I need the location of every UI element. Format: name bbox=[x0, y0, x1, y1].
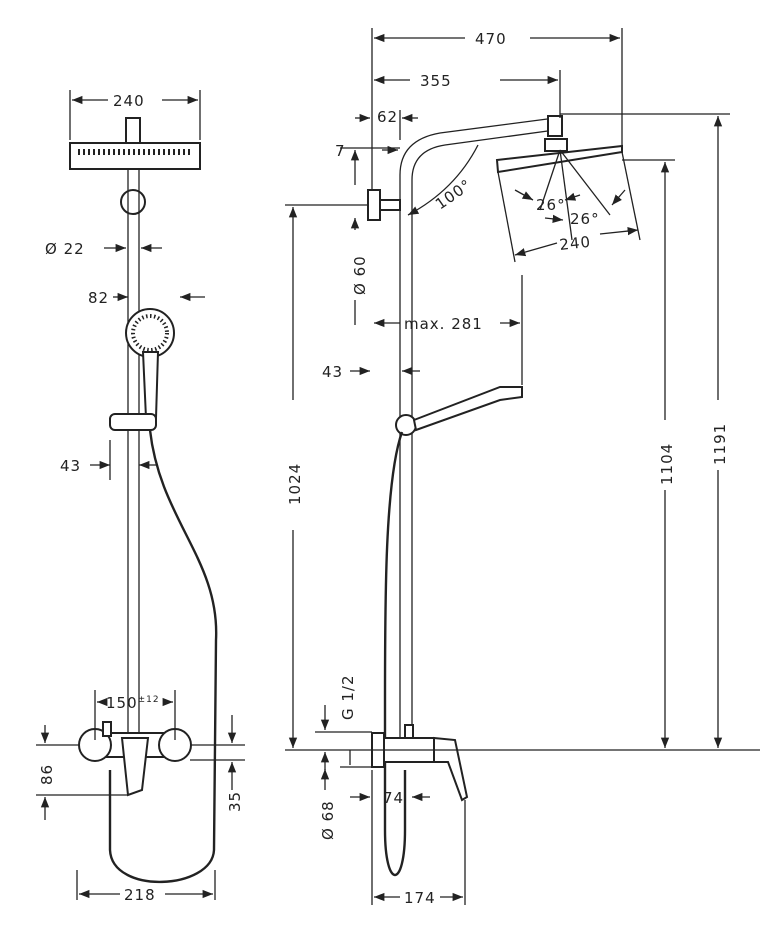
dim-holder-offset: 43 bbox=[60, 457, 81, 475]
mixer-side bbox=[78, 721, 192, 797]
dim-head-diameter: 240 bbox=[559, 233, 592, 254]
dim-pipe-offset: 43 bbox=[322, 363, 343, 381]
wall-bracket bbox=[367, 189, 401, 221]
dim-total-height: 1191 bbox=[711, 423, 729, 465]
front-view: 470 355 62 7 100° bbox=[285, 28, 760, 907]
hand-shower-front bbox=[395, 386, 523, 436]
dim-mixer-depth: 74 bbox=[383, 789, 404, 807]
dim-mixer-spacing: 150±12 bbox=[106, 694, 160, 712]
dim-head-height: 1104 bbox=[658, 443, 676, 485]
hose-side bbox=[108, 429, 218, 884]
hand-shower-side bbox=[109, 308, 175, 431]
dim-bracket-diameter: Ø 60 bbox=[351, 255, 369, 295]
dim-mixer-height: 86 bbox=[38, 764, 56, 785]
dim-spray-angle-2: 26° bbox=[570, 210, 600, 228]
side-view: 240 Ø 22 82 43 150±12 86 bbox=[36, 90, 245, 904]
dim-pipe-diameter: Ø 22 bbox=[45, 240, 85, 258]
dim-spray-angle-1: 26° bbox=[536, 196, 566, 214]
dim-bracket-offset: 62 bbox=[377, 108, 398, 126]
overhead-shower-side bbox=[69, 117, 201, 215]
dim-mixer-diameter: Ø 68 bbox=[319, 800, 337, 840]
hose-front bbox=[383, 431, 407, 877]
dim-total-projection: 470 bbox=[475, 30, 507, 48]
dim-riser-height: 1024 bbox=[286, 463, 304, 505]
dim-mixer-width: 174 bbox=[404, 889, 436, 907]
shower-pipe-side bbox=[127, 170, 140, 740]
shower-arm bbox=[399, 115, 563, 740]
overhead-shower-front bbox=[495, 138, 623, 174]
dim-bracket-gap: 7 bbox=[335, 142, 346, 160]
dim-hose-width: 218 bbox=[124, 886, 156, 904]
dim-head-width: 240 bbox=[113, 92, 145, 110]
dim-handshower-reach: max. 281 bbox=[404, 315, 483, 333]
dim-thread: G 1/2 bbox=[339, 674, 357, 720]
dim-mixer-offset: 35 bbox=[226, 791, 244, 812]
dim-handshower-offset: 82 bbox=[88, 289, 109, 307]
dim-arm-projection: 355 bbox=[420, 72, 452, 90]
